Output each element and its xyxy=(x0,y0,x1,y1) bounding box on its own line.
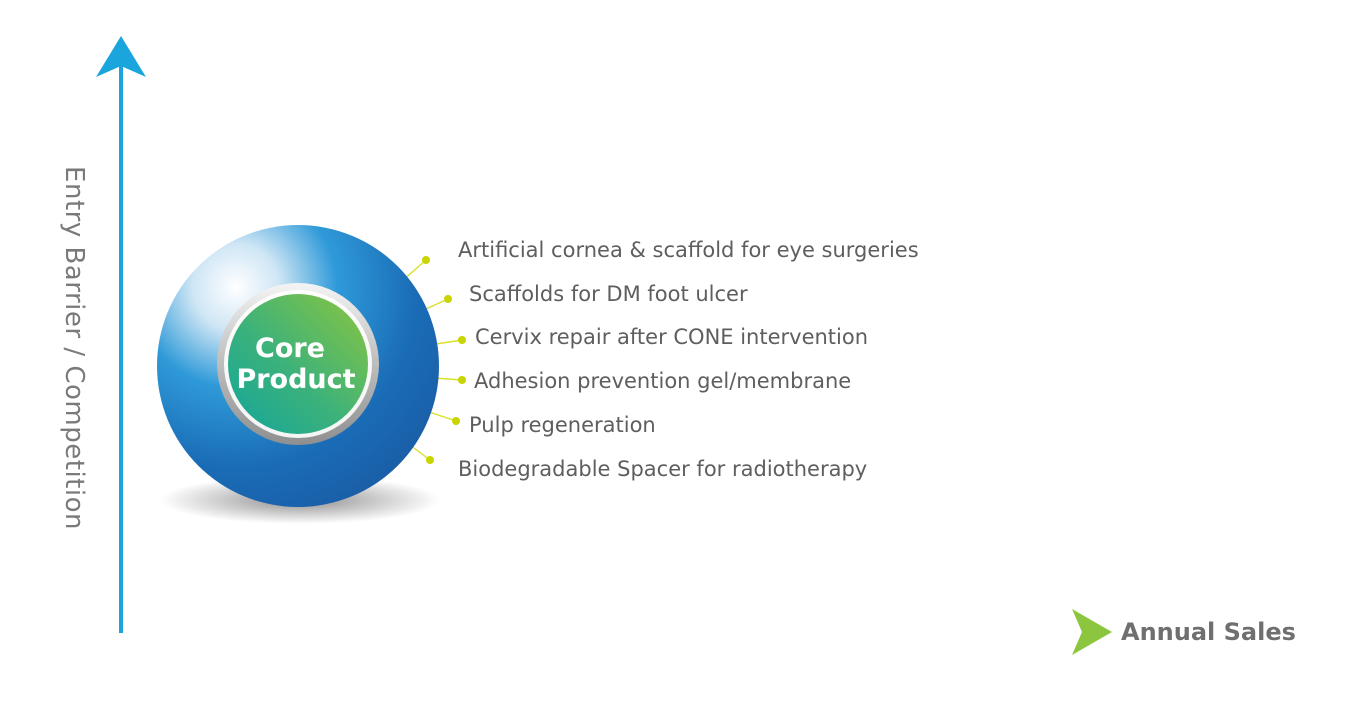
leader-dot xyxy=(458,376,466,384)
leader-dot xyxy=(444,295,452,303)
core-inner-disc xyxy=(228,294,368,434)
application-label: Artificial cornea & scaffold for eye sur… xyxy=(458,238,919,262)
application-label: Cervix repair after CONE intervention xyxy=(475,325,868,349)
y-axis xyxy=(96,36,146,633)
y-axis-arrow-icon xyxy=(96,36,146,77)
application-label: Scaffolds for DM foot ulcer xyxy=(469,282,748,306)
leader-dot xyxy=(426,456,434,464)
x-axis-arrow-icon xyxy=(1072,609,1112,655)
core-product-label-line1: Core xyxy=(255,333,325,364)
y-axis-label: Entry Barrier / Competition xyxy=(59,166,89,530)
application-label: Pulp regeneration xyxy=(469,413,656,437)
core-product-sphere: Core Product xyxy=(157,225,439,507)
core-product-label-line2: Product xyxy=(236,364,355,395)
leader-dot xyxy=(458,336,466,344)
application-label: Adhesion prevention gel/membrane xyxy=(474,369,851,393)
leader-dot xyxy=(422,256,430,264)
x-axis xyxy=(119,609,1112,655)
leader-dot xyxy=(452,417,460,425)
x-axis-label: Annual Sales xyxy=(1121,618,1296,646)
application-label: Biodegradable Spacer for radiotherapy xyxy=(458,457,867,481)
application-list: Artificial cornea & scaffold for eye sur… xyxy=(458,238,919,481)
